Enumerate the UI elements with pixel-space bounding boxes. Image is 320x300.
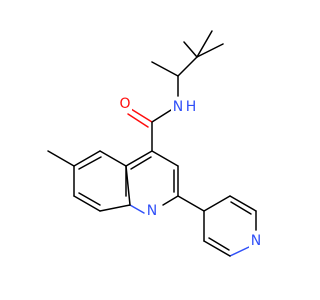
carbonyl-double-bond — [127, 108, 153, 128]
tert-butyl-group — [177, 30, 224, 77]
quinoline-nitrogen-atom: N — [145, 202, 159, 220]
nh-to-carbonyl-bond — [151, 109, 172, 123]
pyridine-nitrogen-atom: N — [249, 232, 263, 250]
alpha-methyl-group — [151, 61, 179, 77]
biaryl-bond — [177, 195, 205, 212]
pyridine-ring — [203, 195, 257, 257]
quinoline-heteroring — [125, 150, 179, 214]
amide-nh-atom: N H — [171, 98, 197, 116]
quinoline-nitrogen-label: N — [147, 203, 157, 219]
quinoline-benzoring — [73, 150, 131, 212]
amide-nitrogen-label: N — [173, 99, 183, 115]
pyridine-nitrogen-label: N — [251, 233, 261, 249]
amide-hydrogen-label: H — [186, 99, 197, 115]
molecule-structure: O N H N N — [47, 30, 263, 257]
oxygen-atom: O — [118, 95, 132, 113]
oxygen-label: O — [119, 96, 130, 112]
aryl-methyl-group — [47, 150, 75, 167]
